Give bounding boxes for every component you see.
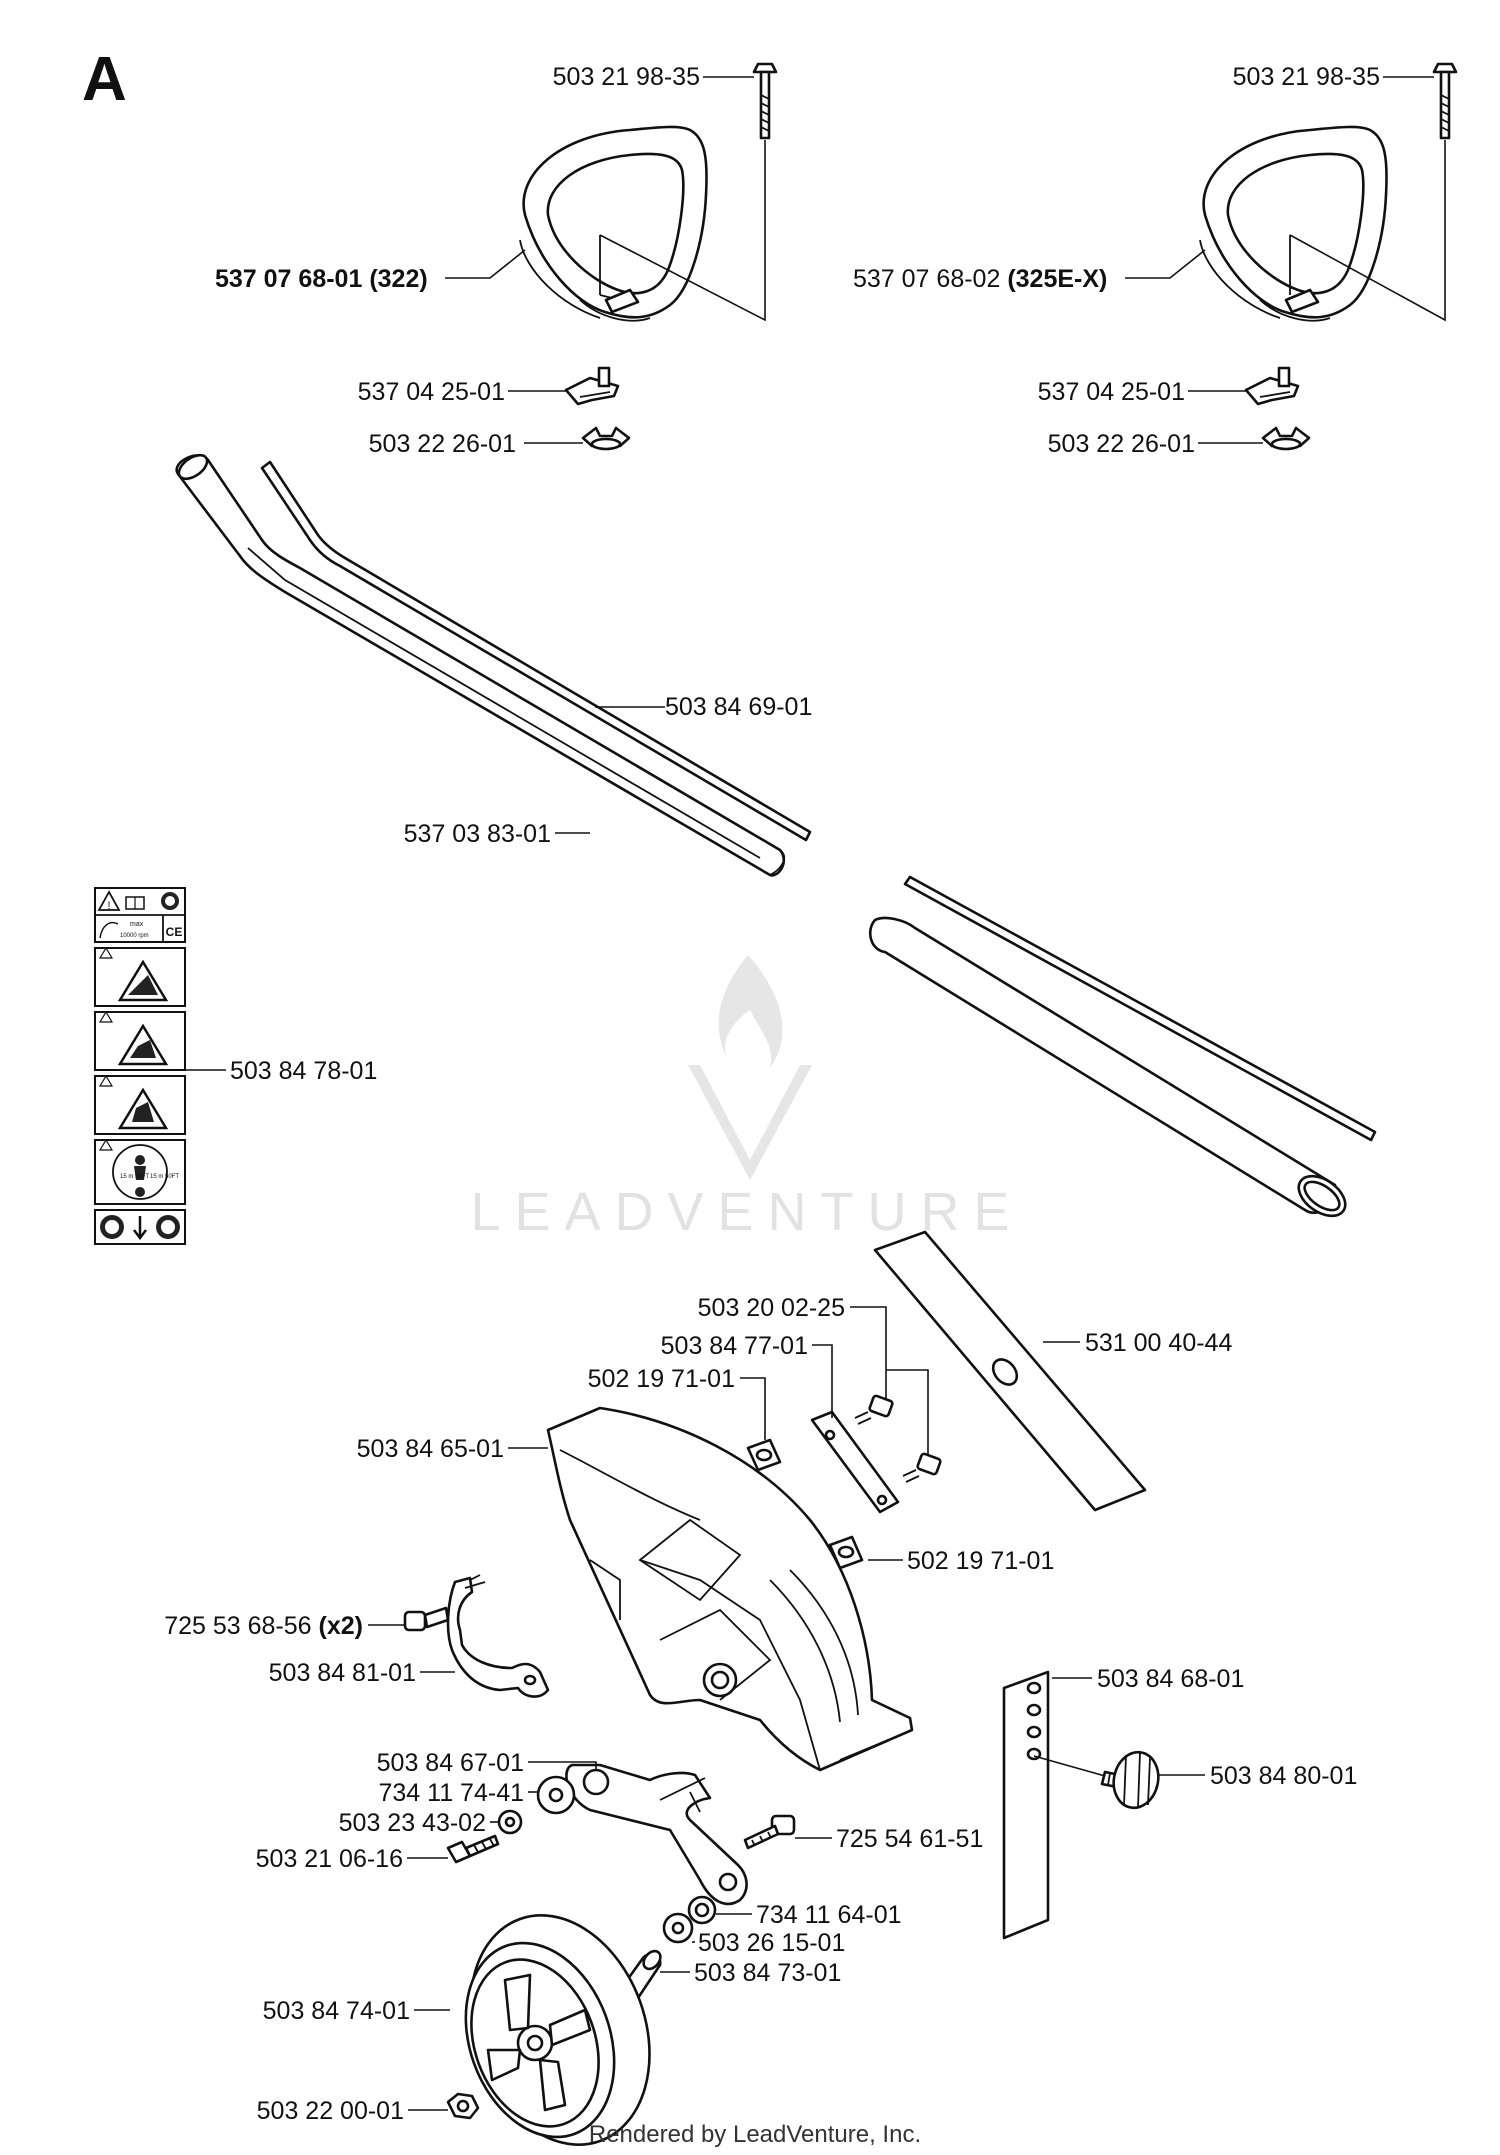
part-labels: 503 21 98-35 503 21 98-35 537 07 68-01 (…	[164, 63, 1380, 2125]
label-nut-wheel: 503 22 00-01	[257, 2097, 404, 2125]
thrown-objects-icon	[117, 959, 169, 1002]
footer-credit: Rendered by LeadVenture, Inc.	[589, 2121, 921, 2148]
label-depth-plate: 503 84 68-01	[1097, 1665, 1244, 1693]
ce-mark-icon: CE	[166, 925, 183, 939]
support-arm	[565, 1763, 748, 1906]
label-blade: 531 00 40-44	[1085, 1329, 1232, 1357]
lower-tube	[868, 916, 1347, 1218]
label-spacer: 503 84 73-01	[694, 1959, 841, 1987]
knob	[1100, 1750, 1160, 1810]
clamp-half	[446, 1574, 550, 1698]
wheel	[464, 1914, 651, 2146]
depth-plate	[1002, 1670, 1050, 1940]
bolt-left	[752, 62, 778, 140]
label-screw-clamp-part: 725 53 68-56	[164, 1612, 311, 1640]
label-clamp-plate: 503 84 77-01	[661, 1332, 808, 1360]
label-bolt-right: 503 21 98-35	[1233, 63, 1380, 91]
protective-gear-icon	[100, 1215, 180, 1241]
label-washer-large: 734 11 74-41	[379, 1779, 525, 1807]
loop-handle-right	[1199, 125, 1388, 322]
label-handle-left-part: 537 07 68-01	[215, 265, 362, 293]
label-screw-blade: 503 20 02-25	[698, 1294, 845, 1322]
label-arm: 503 84 67-01	[377, 1749, 524, 1777]
label-handle-right-part: 537 07 68-02	[853, 265, 1000, 293]
label-drive-shaft: 503 84 69-01	[665, 693, 812, 721]
label-handle-left: 537 07 68-01 (322)	[215, 265, 428, 293]
max-rpm-icon: max 10000 rpm	[99, 921, 149, 939]
bolt-arm	[446, 1834, 500, 1864]
decal-sheet: ! max 10000 rpm CE	[94, 887, 186, 1245]
decal-max-text: max	[130, 921, 144, 928]
label-bracket-left: 537 04 25-01	[358, 378, 505, 406]
label-screw-clamp: 725 53 68-56 (x2)	[164, 1612, 363, 1640]
clamp-plate	[810, 1410, 900, 1514]
label-clamp-half: 503 84 81-01	[269, 1659, 416, 1687]
label-washer-wheel: 503 26 15-01	[698, 1929, 845, 1957]
svg-text:!: !	[107, 900, 110, 912]
label-handle-right-model: (325E-X)	[1007, 265, 1107, 293]
label-washer-small: 503 23 43-02	[339, 1809, 486, 1837]
drive-shaft-upper	[260, 460, 812, 842]
upper-tube	[175, 453, 786, 877]
watermark-text: LEADVENTURE	[470, 1182, 1023, 1242]
label-handle-left-model: (322)	[369, 265, 427, 293]
label-tube: 537 03 83-01	[404, 820, 551, 848]
washer-large	[536, 1775, 576, 1815]
hand-hazard-icon	[117, 1087, 169, 1130]
handle-assembly-left	[445, 62, 778, 451]
screw-blade-1	[854, 1394, 894, 1425]
label-knob: 503 84 80-01	[1210, 1762, 1357, 1790]
leadventure-logo-icon	[688, 955, 812, 1180]
label-handle-right: 537 07 68-02 (325E-X)	[853, 265, 1107, 293]
decal-rpm-text: 10000 rpm	[120, 933, 149, 939]
safety-distance-icon: 15 m 50FT 15 m 50FT	[112, 1144, 179, 1200]
blade-guard	[546, 1406, 914, 1772]
watermark: LEADVENTURE	[470, 955, 1023, 1242]
washer-small	[497, 1809, 523, 1835]
helmet-icon	[161, 892, 179, 910]
bracket-right	[1244, 366, 1300, 406]
decal-dist-text-2: 15 m 50FT	[150, 1174, 179, 1180]
handle-assembly-right	[1125, 62, 1458, 451]
washer-wheel	[662, 1912, 694, 1944]
drive-shaft-lower	[903, 875, 1377, 1142]
section-letter: A	[82, 45, 127, 114]
bushing	[687, 1895, 717, 1925]
label-bolt-left: 503 21 98-35	[553, 63, 700, 91]
edger-blade	[873, 1230, 1147, 1512]
label-screw-arm: 725 54 61-51	[836, 1825, 983, 1853]
manual-icon	[125, 896, 145, 910]
label-wingnut-right: 503 22 26-01	[1048, 430, 1195, 458]
label-screw-clamp-qty: (x2)	[319, 1612, 363, 1640]
label-bolt-arm: 503 21 06-16	[256, 1845, 403, 1873]
decal-dist-text-1: 15 m 50FT	[120, 1174, 149, 1180]
screw-arm	[743, 1814, 796, 1850]
label-wingnut-left: 503 22 26-01	[369, 430, 516, 458]
nut-upper	[746, 1438, 782, 1472]
screw-clamp	[403, 1606, 450, 1632]
label-guard: 503 84 65-01	[357, 1435, 504, 1463]
label-wheel: 503 84 74-01	[263, 1997, 410, 2025]
wingnut-right	[1261, 426, 1311, 451]
label-decal-sheet: 503 84 78-01	[230, 1057, 377, 1085]
label-nut-upper: 502 19 71-01	[588, 1365, 735, 1393]
bracket-left	[564, 366, 620, 406]
ricochet-icon	[117, 1023, 169, 1066]
label-bracket-right: 537 04 25-01	[1038, 378, 1185, 406]
warning-icon: !	[97, 890, 121, 912]
screw-blade-2	[902, 1452, 942, 1483]
loop-handle-left	[519, 125, 708, 322]
nut-wheel	[446, 2092, 480, 2120]
wingnut-left	[581, 426, 631, 451]
label-nut-lower: 502 19 71-01	[907, 1547, 1054, 1575]
bolt-right	[1432, 62, 1458, 140]
label-bushing: 734 11 64-01	[756, 1901, 902, 1929]
